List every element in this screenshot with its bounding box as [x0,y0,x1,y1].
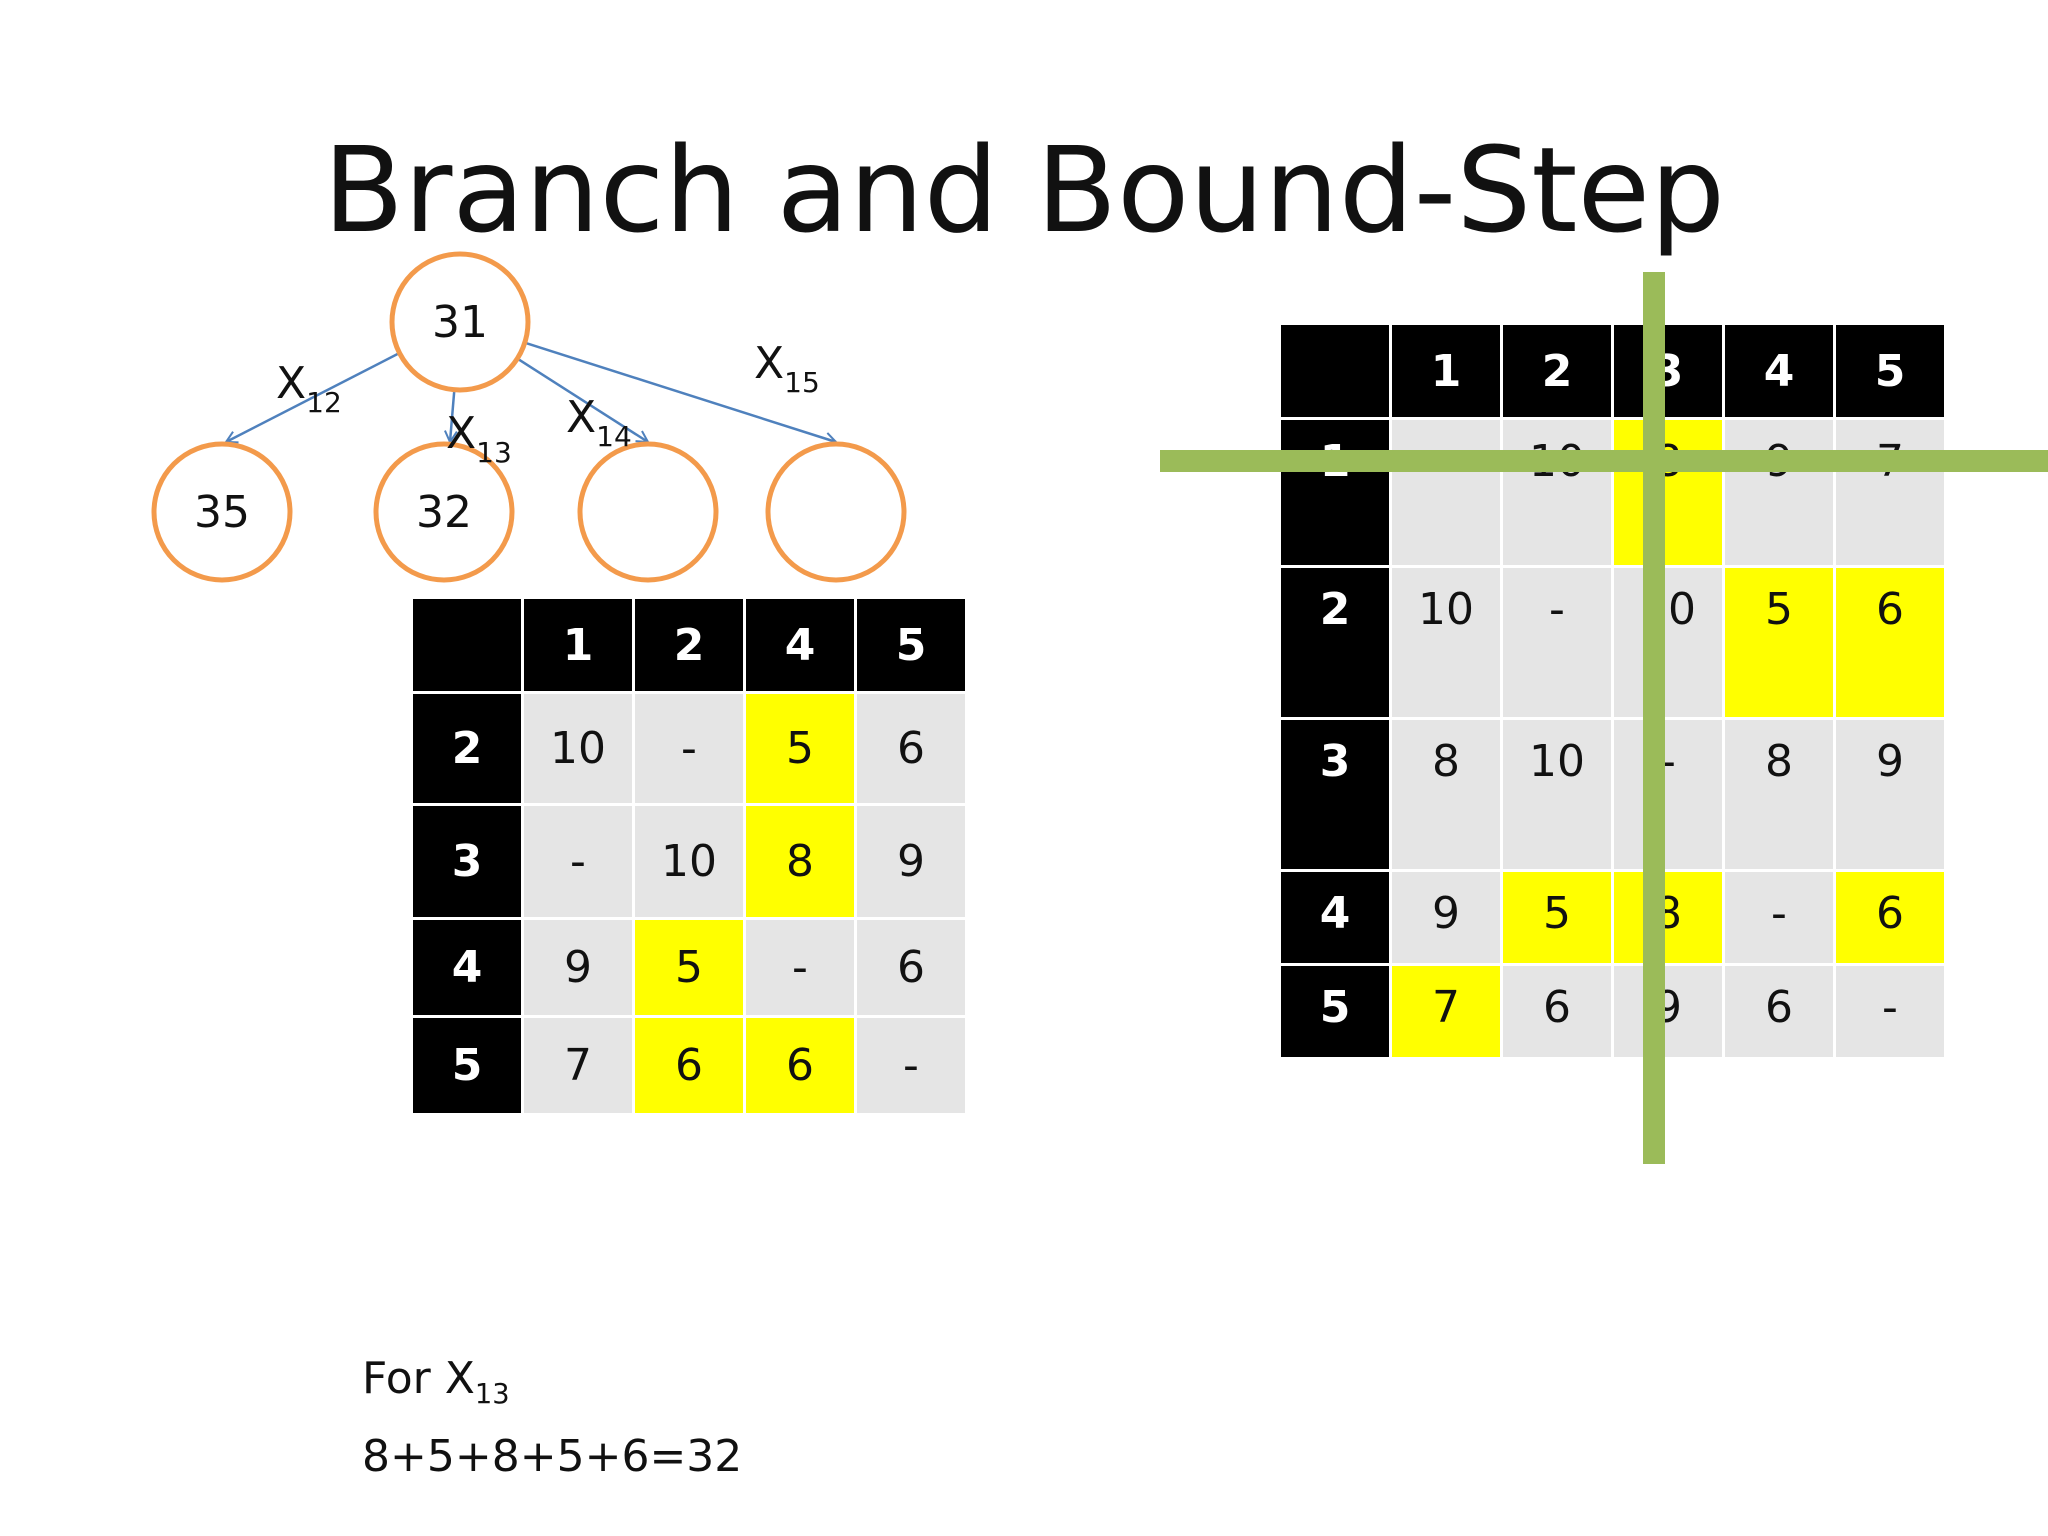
right-table-cell-2-3: 10 [1611,565,1725,720]
left-table-col-header-corner [410,596,524,694]
left-table-col-header-2: 2 [632,596,746,694]
tree-edge-1 [226,351,401,442]
tree-edge-2 [450,389,454,442]
edge-label-1: X12 [276,358,342,419]
left-table-cell-4-5: 6 [854,917,968,1018]
right-table-col-header-3: 3 [1611,322,1725,420]
right-table-row-header-1: 1 [1278,417,1392,568]
right-table-cell-1-1: - [1389,417,1503,568]
right-table-cell-4-4: - [1722,869,1836,966]
right-table-cell-3-4: 8 [1722,717,1836,872]
tree-edge-4 [524,341,836,442]
right-table-cell-1-5: 7 [1833,417,1947,568]
right-table-cell-2-4: 5 [1722,565,1836,720]
right-table-col-header-2: 2 [1500,322,1614,420]
right-table-cell-4-3: 8 [1611,869,1725,966]
left-table-col-header-3: 4 [743,596,857,694]
tree-node-child-1-value: 35 [194,487,250,538]
column-3-strike-line [1643,272,1665,1164]
left-table-cell-2-5: 6 [854,691,968,806]
note-line-2: 8+5+8+5+6=32 [362,1430,743,1482]
left-table-cell-4-4: - [743,917,857,1018]
right-table-col-header-1: 1 [1389,322,1503,420]
right-table-cell-4-5: 6 [1833,869,1947,966]
right-table-row-header-3: 3 [1278,717,1392,872]
tree-node-child-2-circle [373,441,515,583]
left-table-cell-5-5: - [854,1015,968,1116]
right-table-cell-4-2: 5 [1500,869,1614,966]
tree-node-child-2-value: 32 [416,487,472,538]
left-table-cell-3-5: 9 [854,803,968,920]
right-table-cell-5-1: 7 [1389,963,1503,1060]
right-table-cell-5-2: 6 [1500,963,1614,1060]
right-table-cell-1-2: 10 [1500,417,1614,568]
right-table-cell-4-1: 9 [1389,869,1503,966]
left-table-cell-4-1: 9 [521,917,635,1018]
left-table-cell-2-4: 5 [743,691,857,806]
edge-label-4: X15 [754,338,820,399]
left-table-row-header-3: 3 [410,803,524,920]
left-table-cell-5-1: 7 [521,1015,635,1116]
row-1-strike-line [1160,450,2048,472]
edge-label-2: X13 [446,408,512,469]
right-table-cell-3-3: - [1611,717,1725,872]
right-table-cell-1-3: 8 [1611,417,1725,568]
right-table-cell-1-4: 9 [1722,417,1836,568]
right-table-row-header-4: 4 [1278,869,1392,966]
right-table-cell-3-5: 9 [1833,717,1947,872]
tree-edge-3 [516,357,648,442]
right-table-cell-2-2: - [1500,565,1614,720]
right-table-col-header-5: 5 [1833,322,1947,420]
right-table-row-1: 1-10897 [1278,417,1947,568]
right-table-col-header-4: 4 [1722,322,1836,420]
note-line-1: For X13 [362,1353,510,1410]
bound-calculation-note: For X13 8+5+8+5+6=32 [362,1348,742,1488]
right-table-cell-5-5: - [1833,963,1947,1060]
left-table-cell-3-4: 8 [743,803,857,920]
tree-node-root-circle [389,251,531,393]
right-table-cell-3-1: 8 [1389,717,1503,872]
edge-label-3: X14 [566,392,632,453]
left-table-col-header-1: 1 [521,596,635,694]
left-table-cell-3-2: 10 [632,803,746,920]
left-table-col-header-4: 5 [854,596,968,694]
left-table-cell-5-2: 6 [632,1015,746,1116]
left-table-row-header-4: 4 [410,917,524,1018]
slide-title: Branch and Bound-Step [322,121,1726,259]
left-table-cell-2-1: 10 [521,691,635,806]
tree-node-child-1-circle [151,441,293,583]
tree-node-root-value: 31 [432,297,488,348]
right-table-col-header-corner [1278,322,1392,420]
tree-node-child-3-circle [577,441,719,583]
left-table-cell-5-4: 6 [743,1015,857,1116]
right-table-cell-2-1: 10 [1389,565,1503,720]
right-table-cell-2-5: 6 [1833,565,1947,720]
right-table-cell-5-3: 9 [1611,963,1725,1060]
left-table-row-header-2: 2 [410,691,524,806]
left-table-cell-4-2: 5 [632,917,746,1018]
right-table-row-header-5: 5 [1278,963,1392,1060]
left-table-cell-3-1: - [521,803,635,920]
right-table-row-header-2: 2 [1278,565,1392,720]
tree-node-child-4-circle [765,441,907,583]
left-table-cell-2-2: - [632,691,746,806]
right-table-cell-5-4: 6 [1722,963,1836,1060]
right-table-cell-3-2: 10 [1500,717,1614,872]
left-table-row-header-5: 5 [410,1015,524,1116]
